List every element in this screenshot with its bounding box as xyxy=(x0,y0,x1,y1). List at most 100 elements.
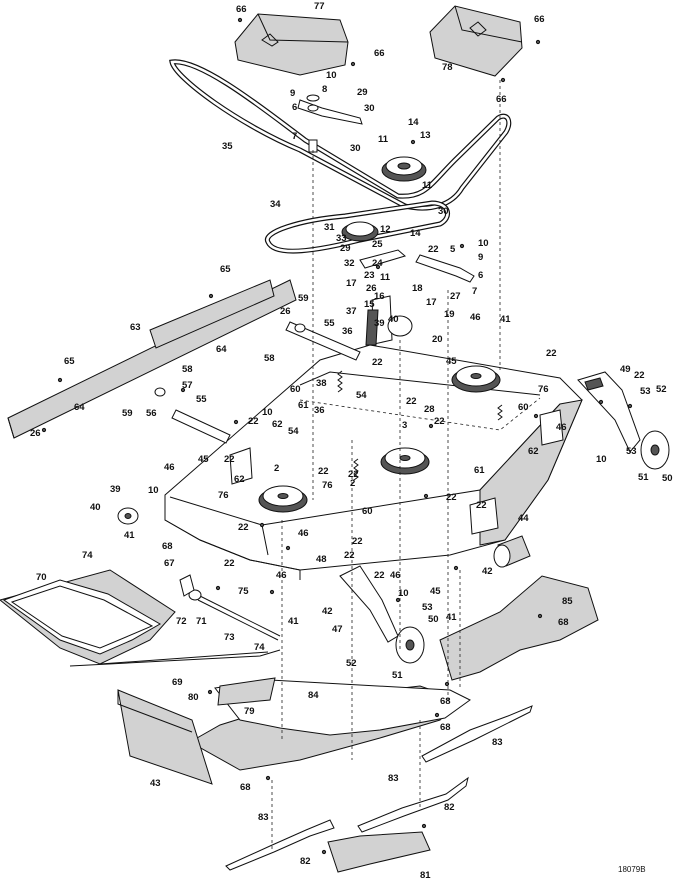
callout-9: 9 xyxy=(290,88,295,99)
callout-22: 22 xyxy=(434,416,445,427)
discharge-chute-69-70 xyxy=(0,569,281,667)
callout-41: 41 xyxy=(124,530,135,541)
callout-38: 38 xyxy=(316,378,327,389)
callout-10: 10 xyxy=(148,485,159,496)
callout-22: 22 xyxy=(374,570,385,581)
callout-68: 68 xyxy=(440,696,451,707)
callout-82: 82 xyxy=(444,802,455,813)
belt-cover-left-77 xyxy=(234,13,349,76)
rear-shield-84 xyxy=(188,679,471,771)
callout-53: 53 xyxy=(422,602,433,613)
callout-59: 59 xyxy=(298,293,309,304)
callout-32: 32 xyxy=(344,258,355,269)
callout-84: 84 xyxy=(308,690,319,701)
callout-66: 66 xyxy=(534,14,545,25)
spindle-pulleys xyxy=(258,365,501,513)
callout-61: 61 xyxy=(474,465,485,476)
deflector-79 xyxy=(217,677,276,706)
belt-cover-right-78 xyxy=(429,5,523,77)
callout-8: 8 xyxy=(322,84,327,95)
callout-46: 46 xyxy=(276,570,287,581)
caster-arm-49-wheel-50 xyxy=(577,371,670,470)
callout-61: 61 xyxy=(298,400,309,411)
callout-59: 59 xyxy=(122,408,133,419)
callout-40: 40 xyxy=(388,314,399,325)
callout-83: 83 xyxy=(492,737,503,748)
side-baffle-63-64 xyxy=(7,279,297,439)
callout-83: 83 xyxy=(258,812,269,823)
callout-66: 66 xyxy=(496,94,507,105)
callout-79: 79 xyxy=(244,706,255,717)
callout-50: 50 xyxy=(428,614,439,625)
callout-58: 58 xyxy=(264,353,275,364)
callout-39: 39 xyxy=(374,318,385,329)
callout-7: 7 xyxy=(292,131,297,142)
callout-22: 22 xyxy=(352,536,363,547)
callout-55: 55 xyxy=(324,318,335,329)
callout-22: 22 xyxy=(476,500,487,511)
callout-76: 76 xyxy=(322,480,333,491)
pivot-shafts-55 xyxy=(154,321,361,444)
callout-52: 52 xyxy=(346,658,357,669)
callout-64: 64 xyxy=(216,344,227,355)
callout-22: 22 xyxy=(446,492,457,503)
callout-66: 66 xyxy=(374,48,385,59)
callout-54: 54 xyxy=(356,390,367,401)
callout-45: 45 xyxy=(446,356,457,367)
callout-50: 50 xyxy=(662,473,673,484)
roller-44 xyxy=(493,535,531,568)
callout-22: 22 xyxy=(344,550,355,561)
callout-76: 76 xyxy=(218,490,229,501)
callout-6: 6 xyxy=(478,270,483,281)
chute-rod-73 xyxy=(179,574,281,641)
callout-71: 71 xyxy=(196,616,207,627)
callout-22: 22 xyxy=(238,522,249,533)
callout-39: 39 xyxy=(110,484,121,495)
callout-44: 44 xyxy=(518,513,529,524)
callout-82: 82 xyxy=(300,856,311,867)
callout-46: 46 xyxy=(390,570,401,581)
callout-68: 68 xyxy=(162,541,173,552)
roller-39 xyxy=(117,507,139,525)
callout-69: 69 xyxy=(172,677,183,688)
callout-47: 47 xyxy=(332,624,343,635)
callout-41: 41 xyxy=(288,616,299,627)
callout-83: 83 xyxy=(388,773,399,784)
callout-60: 60 xyxy=(362,506,373,517)
callout-60: 60 xyxy=(518,402,529,413)
callout-68: 68 xyxy=(240,782,251,793)
callout-20: 20 xyxy=(432,334,443,345)
callout-42: 42 xyxy=(482,566,493,577)
callout-53: 53 xyxy=(626,446,637,457)
callout-22: 22 xyxy=(224,454,235,465)
callout-53: 53 xyxy=(640,386,651,397)
callout-12: 12 xyxy=(380,224,391,235)
callout-22: 22 xyxy=(372,357,383,368)
callout-18: 18 xyxy=(412,283,423,294)
callout-11: 11 xyxy=(422,180,433,191)
callout-17: 17 xyxy=(426,297,437,308)
callout-22: 22 xyxy=(428,244,439,255)
callout-30: 30 xyxy=(438,206,449,217)
callout-22: 22 xyxy=(546,348,557,359)
callout-68: 68 xyxy=(440,722,451,733)
callout-46: 46 xyxy=(164,462,175,473)
callout-52: 52 xyxy=(656,384,667,395)
callout-22: 22 xyxy=(348,469,359,480)
callout-78: 78 xyxy=(442,62,453,73)
callout-35: 35 xyxy=(222,141,233,152)
callout-58: 58 xyxy=(182,364,193,375)
callout-30: 30 xyxy=(350,143,361,154)
callout-30: 30 xyxy=(364,103,375,114)
callout-37: 37 xyxy=(346,306,357,317)
callout-48: 48 xyxy=(316,554,327,565)
callout-42: 42 xyxy=(322,606,333,617)
callout-73: 73 xyxy=(224,632,235,643)
callout-22: 22 xyxy=(318,466,329,477)
callout-64: 64 xyxy=(74,402,85,413)
callout-51: 51 xyxy=(392,670,403,681)
callout-62: 62 xyxy=(234,474,245,485)
idler-arm-assembly xyxy=(297,94,475,346)
callout-49: 49 xyxy=(620,364,631,375)
